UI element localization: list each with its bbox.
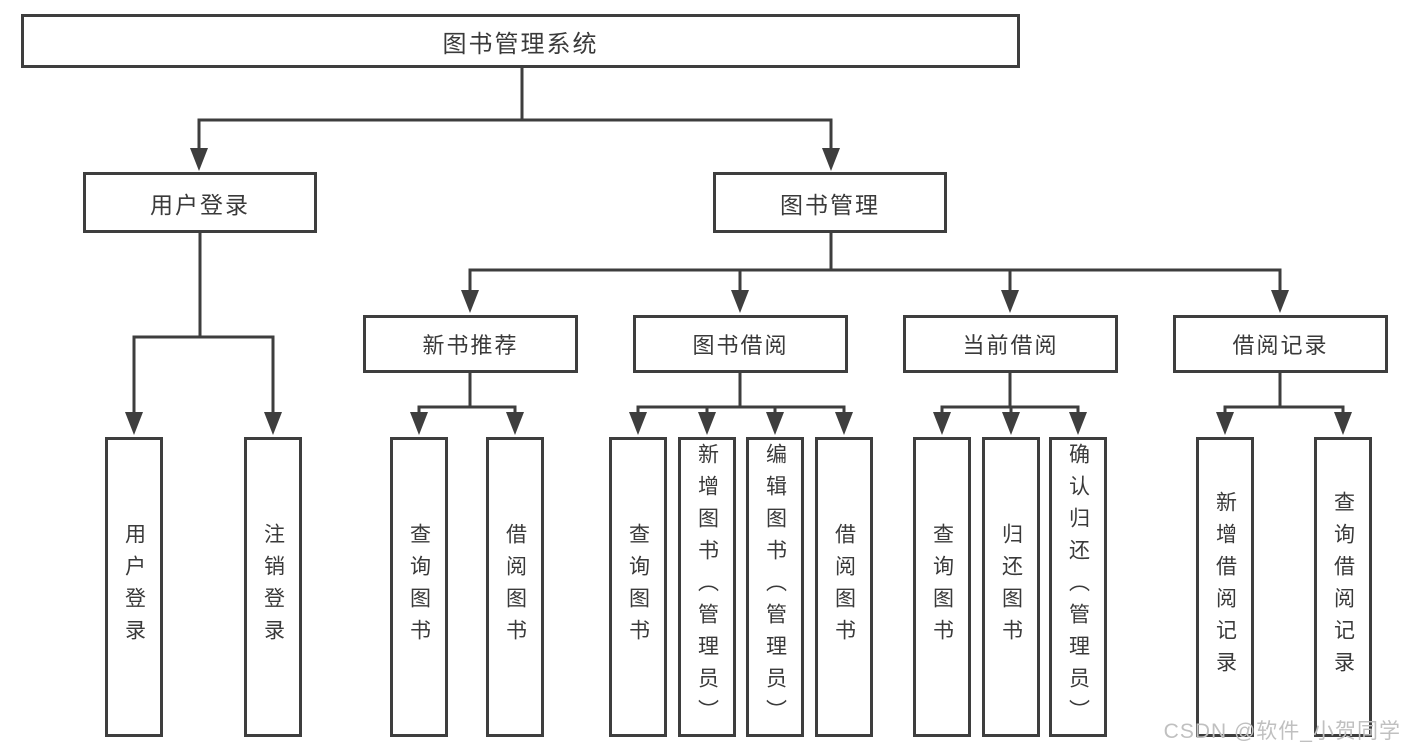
node-label: 查询图书: [930, 523, 954, 651]
leaf-logout: 注销登录: [244, 437, 302, 737]
leaf-add-borrow-record: 新增借阅记录: [1196, 437, 1254, 737]
node-label: 借阅图书: [832, 523, 856, 651]
node-label: 查询借阅记录: [1331, 491, 1355, 683]
watermark: CSDN @软件_小贺同学: [1163, 720, 1401, 743]
leaf-borrow-books-1: 借阅图书: [486, 437, 544, 737]
leaf-query-books-2: 查询图书: [609, 437, 667, 737]
node-label: 用户登录: [122, 523, 146, 651]
node-label: 新书推荐: [422, 333, 519, 358]
node-book-borrow: 图书借阅: [633, 315, 848, 373]
node-label: 图书借阅: [692, 333, 789, 358]
node-label: 新增借阅记录: [1213, 491, 1237, 683]
node-new-book-recommend: 新书推荐: [363, 315, 578, 373]
node-label: 确认归还（管理员）: [1066, 443, 1090, 731]
leaf-confirm-return-admin: 确认归还（管理员）: [1049, 437, 1107, 737]
node-library-system: 图书管理系统: [21, 14, 1020, 68]
leaf-edit-books-admin: 编辑图书（管理员）: [746, 437, 804, 737]
node-label: 用户登录: [150, 191, 250, 218]
leaf-query-borrow-record: 查询借阅记录: [1314, 437, 1372, 737]
node-label: 查询图书: [626, 523, 650, 651]
node-label: 注销登录: [261, 523, 285, 651]
node-book-management-branch: 图书管理: [713, 172, 947, 233]
node-label: 编辑图书（管理员）: [763, 443, 787, 731]
arrowheads: [125, 148, 1352, 435]
node-label: 查询图书: [407, 523, 431, 651]
node-borrow-records: 借阅记录: [1173, 315, 1388, 373]
node-user-login-branch: 用户登录: [83, 172, 317, 233]
leaf-return-books: 归还图书: [982, 437, 1040, 737]
node-label: 归还图书: [999, 523, 1023, 651]
node-label: 图书管理系统: [442, 30, 599, 58]
leaf-query-books-1: 查询图书: [390, 437, 448, 737]
leaf-add-books-admin: 新增图书（管理员）: [678, 437, 736, 737]
node-current-borrow: 当前借阅: [903, 315, 1118, 373]
node-label: 借阅记录: [1232, 333, 1329, 358]
leaf-query-books-3: 查询图书: [913, 437, 971, 737]
node-label: 图书管理: [780, 191, 880, 218]
leaf-user-login: 用户登录: [105, 437, 163, 737]
node-label: 新增图书（管理员）: [695, 443, 719, 731]
node-label: 借阅图书: [503, 523, 527, 651]
leaf-borrow-books-2: 借阅图书: [815, 437, 873, 737]
node-label: 当前借阅: [962, 333, 1059, 358]
